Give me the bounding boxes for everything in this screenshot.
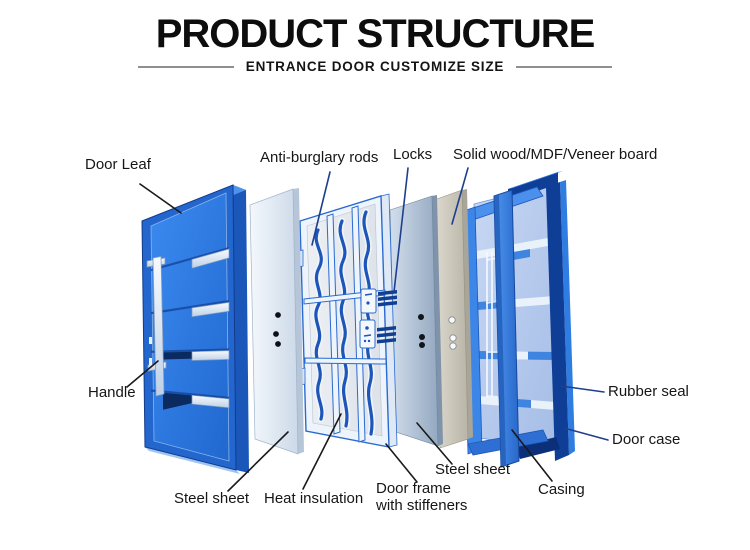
label-solid-wood-board: Solid wood/MDF/Veneer board	[453, 146, 658, 163]
locks	[359, 288, 397, 349]
door-frame-with-stiffeners-layer	[292, 193, 398, 448]
leader-door-case	[563, 427, 609, 441]
label-anti-burglary-rods: Anti-burglary rods	[260, 149, 379, 166]
leader-steel-sheet-back	[416, 422, 453, 465]
subtitle-rule-right	[516, 65, 613, 68]
leader-door-frame	[385, 443, 418, 483]
label-door-leaf: Door Leaf	[85, 156, 151, 173]
label-door-frame-with-stiffeners: Door frame with stiffeners	[376, 480, 468, 514]
subtitle-rule-left	[137, 65, 234, 68]
leader-locks	[393, 167, 409, 293]
anti-burglary-rods	[312, 208, 376, 438]
casing-bar	[493, 189, 520, 468]
leader-steel-sheet-front	[227, 431, 289, 492]
leader-heat-insulation	[302, 413, 342, 490]
leader-casing	[511, 429, 553, 482]
leader-handle	[126, 360, 159, 388]
label-door-case: Door case	[612, 431, 681, 448]
leader-door-leaf	[139, 183, 182, 214]
leader-lines	[126, 167, 609, 492]
steel-sheet-front-layer	[249, 188, 304, 455]
subtitle-row: ENTRANCE DOOR CUSTOMIZE SIZE	[0, 59, 750, 74]
steel-sheet-back-layer	[389, 195, 443, 447]
label-heat-insulation: Heat insulation	[264, 490, 364, 507]
page-subtitle: ENTRANCE DOOR CUSTOMIZE SIZE	[245, 59, 505, 74]
label-locks: Locks	[393, 146, 433, 163]
label-steel-sheet-front: Steel sheet	[174, 490, 250, 507]
label-handle: Handle	[88, 384, 136, 401]
leader-anti-burglary-rods	[311, 171, 331, 246]
page-title: PRODUCT STRUCTURE	[155, 12, 596, 56]
door-handle	[146, 256, 167, 397]
label-steel-sheet-back: Steel sheet	[435, 461, 511, 478]
leader-solid-wood-board	[451, 167, 469, 225]
door-leaf-layer	[141, 184, 249, 474]
label-rubber-seal: Rubber seal	[608, 383, 689, 400]
label-casing: Casing	[538, 481, 585, 498]
leader-rubber-seal	[560, 385, 605, 393]
